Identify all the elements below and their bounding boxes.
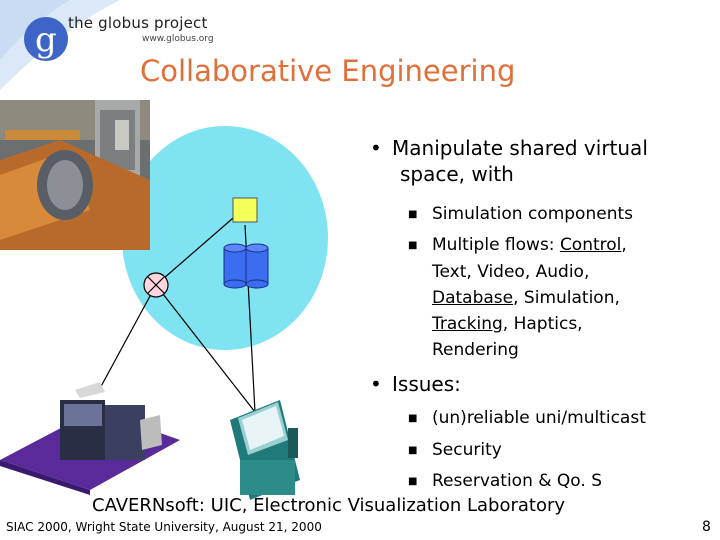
bullet-dot: •	[370, 136, 382, 160]
slide-footer: SIAC 2000, Wright State University, Augu…	[6, 520, 322, 534]
bullet-2: •Issues:	[370, 372, 461, 396]
bullet-dot: •	[370, 372, 382, 396]
link-line	[155, 284, 256, 413]
globus-logo-icon: g	[24, 17, 68, 61]
link-line	[155, 211, 241, 286]
page-number: 8	[702, 519, 711, 535]
sub-item-simulation: ■Simulation components	[408, 204, 633, 224]
bullet-1: •Manipulate shared virtual space, with	[370, 136, 648, 186]
corner-swoosh-2	[0, 0, 70, 60]
sub-item-multicast: ■(un)reliable uni/multicast	[408, 408, 646, 428]
cave-system-image	[0, 382, 180, 495]
sub-item-flows: ■Multiple flows: Control, Text, Video, A…	[408, 235, 627, 360]
svg-text:g: g	[35, 20, 57, 60]
sub-item-security: ■Security	[408, 440, 502, 460]
image-caption: CAVERNsoft: UIC, Electronic Visualizatio…	[92, 495, 566, 516]
router-icon	[143, 272, 169, 298]
link-line	[97, 284, 157, 393]
slide-title: Collaborative Engineering	[140, 54, 516, 88]
cyan-oval	[122, 126, 328, 350]
simulation-box	[232, 197, 258, 223]
logo-url: www.globus.org	[142, 34, 214, 44]
immersadesk-image	[230, 400, 300, 500]
logo-name: the globus project	[68, 14, 208, 32]
database-icon	[223, 243, 269, 289]
virtual-world-image	[0, 100, 150, 250]
sub-item-reservation: ■Reservation & Qo. S	[408, 471, 602, 491]
